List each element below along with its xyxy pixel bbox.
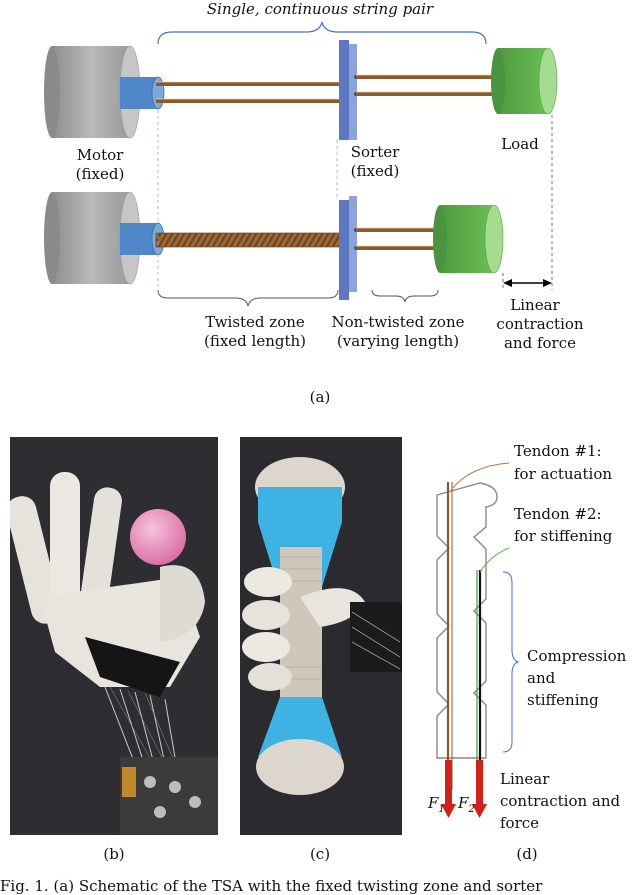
twisted-brace xyxy=(157,289,339,307)
tendon2-label-1: Tendon #2: xyxy=(514,505,602,523)
nontwisted-brace xyxy=(371,289,439,303)
linear-label-1: Linear xyxy=(510,296,560,314)
photo-hand-grasp xyxy=(240,437,402,835)
linear-d-label-3: force xyxy=(500,814,540,832)
contraction-arrow xyxy=(503,279,552,287)
load-label: Load xyxy=(501,135,539,153)
force-f1-label: F1 xyxy=(428,794,445,815)
linear-d-label-2: contraction and xyxy=(500,792,621,810)
compression-label-2: and xyxy=(527,669,556,687)
load-2 xyxy=(433,204,504,274)
photo-robotic-hand xyxy=(10,437,218,835)
twisted-string xyxy=(155,232,341,248)
compression-brace xyxy=(502,571,520,753)
nontwisted-zone-label: Non-twisted zone xyxy=(331,313,465,331)
compression-label-3: stiffening xyxy=(527,691,599,709)
motor-fixed-label: (fixed) xyxy=(75,165,125,183)
string-pair-title: Single, continuous string pair xyxy=(206,0,434,18)
tsa-schematic xyxy=(44,21,558,307)
motor-1 xyxy=(44,45,141,139)
linear-d-label-1: Linear xyxy=(500,770,550,788)
motor-label: Motor xyxy=(76,146,124,164)
sorter-fixed-label: (fixed) xyxy=(350,162,400,180)
sublabel-a: (a) xyxy=(309,388,331,406)
tendon2-label-2: for stiffening xyxy=(514,527,613,545)
tendon1-callout xyxy=(450,462,510,491)
tendon1-label-1: Tendon #1: xyxy=(514,442,602,460)
sublabel-b: (b) xyxy=(103,845,125,863)
twisted-zone-length: (fixed length) xyxy=(203,332,307,350)
top-brace xyxy=(157,21,487,45)
linear-label-2: contraction xyxy=(496,315,584,333)
sorter-label: Sorter xyxy=(350,143,400,161)
linear-label-3: and force xyxy=(503,334,576,352)
sorter-1 xyxy=(339,40,358,140)
sorter-2 xyxy=(339,196,358,300)
figure-caption: Fig. 1. (a) Schematic of the TSA with th… xyxy=(0,877,543,895)
sublabel-d: (d) xyxy=(516,845,538,863)
sublabel-c: (c) xyxy=(309,845,331,863)
load-1 xyxy=(491,47,558,115)
twisted-zone-label: Twisted zone xyxy=(205,313,305,331)
nontwisted-zone-length: (varying length) xyxy=(336,332,460,350)
force-f2-label: F2 xyxy=(458,794,475,815)
tendon1-label-2: for actuation xyxy=(514,465,613,483)
compression-label-1: Compression xyxy=(527,647,627,665)
tendon2-callout xyxy=(479,547,510,573)
finger-outline xyxy=(436,482,498,759)
